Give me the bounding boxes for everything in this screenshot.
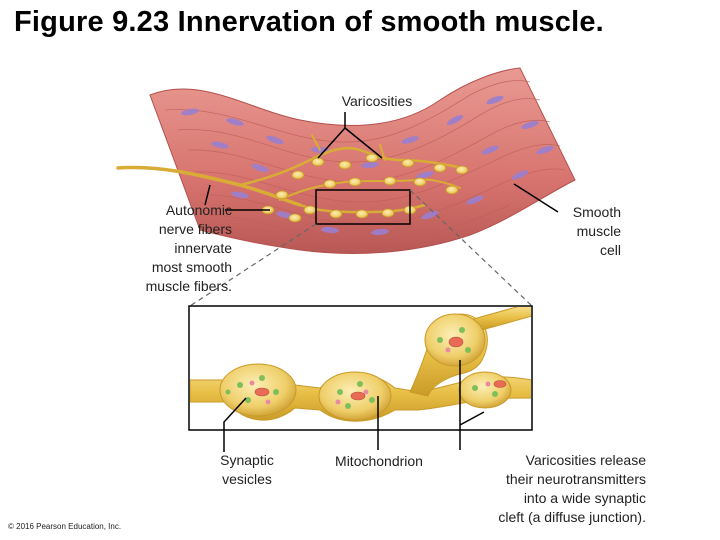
label-varicosities: Varicosities bbox=[341, 93, 413, 109]
label-line: Autonomic bbox=[165, 202, 232, 218]
copyright-notice: © 2016 Pearson Education, Inc. bbox=[8, 522, 122, 531]
label-line: muscle bbox=[576, 223, 621, 239]
label-line: into a wide synaptic bbox=[523, 490, 646, 506]
label-mitochondrion: Mitochondrion bbox=[335, 453, 423, 469]
label-smooth-muscle-cell: Smooth muscle cell bbox=[540, 203, 621, 260]
label-line: Varicosities release bbox=[525, 452, 646, 468]
label-line: nerve fibers bbox=[158, 221, 232, 237]
label-line: innervate bbox=[174, 240, 232, 256]
label-line: most smooth bbox=[151, 259, 232, 275]
label-line: their neurotransmitters bbox=[505, 471, 646, 487]
label-varicosities-release: Varicosities release their neurotransmit… bbox=[460, 451, 646, 527]
zoom-guide-right bbox=[409, 189, 533, 307]
label-line: vesicles bbox=[222, 471, 272, 487]
label-synaptic-vesicles: Synaptic vesicles bbox=[200, 451, 294, 489]
inset-enlarged-varicosities bbox=[190, 307, 531, 422]
label-line: cleft (a diffuse junction). bbox=[498, 509, 646, 525]
label-line: cell bbox=[599, 242, 621, 258]
label-line: muscle fibers. bbox=[145, 278, 232, 294]
zoom-guide-left bbox=[189, 223, 317, 307]
leader-lines bbox=[204, 112, 559, 452]
label-line: Smooth bbox=[572, 204, 621, 220]
figure-title: Figure 9.23 Innervation of smooth muscle… bbox=[14, 6, 604, 38]
zoom-selection-box bbox=[315, 189, 411, 225]
label-autonomic-nerve-fibers: Autonomic nerve fibers innervate most sm… bbox=[112, 201, 232, 296]
label-line: Synaptic bbox=[220, 452, 274, 468]
